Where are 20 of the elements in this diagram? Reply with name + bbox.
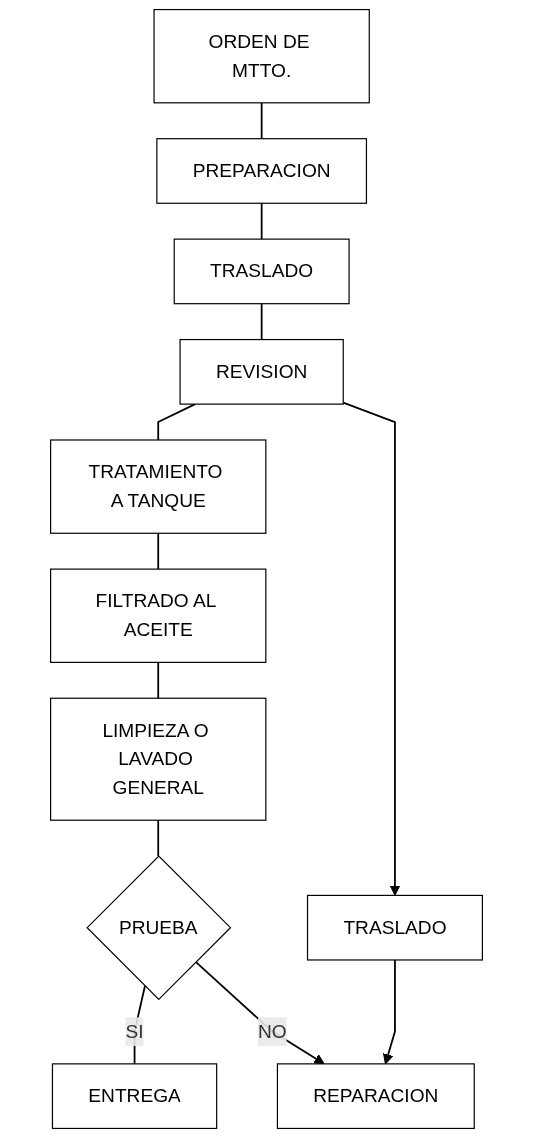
- process-box: ENTREGA: [51, 1063, 218, 1130]
- process-box: REVISION: [179, 338, 344, 405]
- connector-line: [157, 819, 160, 857]
- process-box: PREPARACION: [156, 138, 368, 204]
- arrow: [383, 959, 396, 1065]
- process-box: REPARACION: [276, 1063, 475, 1130]
- decision-diamond: PRUEBA: [86, 855, 232, 1001]
- connector-line: [157, 403, 197, 441]
- process-box: ORDEN DE MTTO.: [153, 8, 370, 104]
- arrow: [342, 401, 401, 896]
- process-box: TRASLADO: [306, 894, 483, 961]
- process-box: FILTRADO AL ACEITE: [50, 568, 267, 663]
- process-box: TRASLADO: [173, 238, 350, 305]
- process-box: LIMPIEZA O LAVADO GENERAL: [50, 697, 267, 821]
- connector-line: [157, 661, 160, 700]
- connector-line: [157, 532, 160, 570]
- connector-line: [260, 101, 263, 140]
- connector-line: [260, 302, 263, 341]
- process-box: TRATAMIENTO A TANQUE: [50, 439, 267, 534]
- connector-line: [260, 202, 263, 241]
